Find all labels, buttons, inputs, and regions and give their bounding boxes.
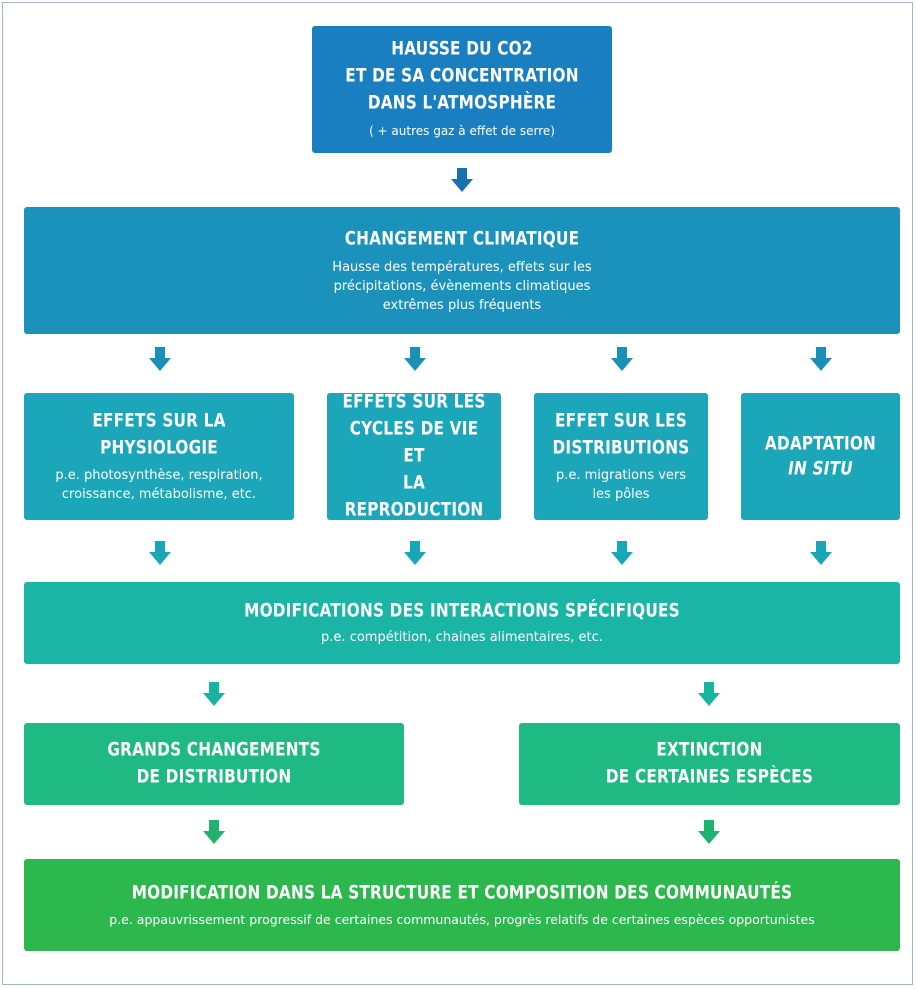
arrow-down-icon <box>149 347 171 371</box>
arrow-down-icon <box>698 682 720 706</box>
distribution-changes-box: GRANDS CHANGEMENTS DE DISTRIBUTION <box>24 723 404 805</box>
distribution-effects-box: EFFET SUR LES DISTRIBUTIONS p.e. migrati… <box>534 393 708 520</box>
arrow-down-icon <box>611 347 633 371</box>
co2-box: HAUSSE DU CO2 ET DE SA CONCENTRATION DAN… <box>312 26 612 153</box>
distribution-changes-title: GRANDS CHANGEMENTS DE DISTRIBUTION <box>107 739 321 788</box>
interactions-box: MODIFICATIONS DES INTERACTIONS SPÉCIFIQU… <box>24 582 900 664</box>
arrow-down-icon <box>451 168 473 192</box>
climate-change-title: CHANGEMENT CLIMATIQUE <box>344 227 580 250</box>
physiology-subtitle: p.e. photosynthèse, respiration, croissa… <box>55 467 263 502</box>
communities-box: MODIFICATION DANS LA STRUCTURE ET COMPOS… <box>24 859 900 951</box>
interactions-subtitle: p.e. compétition, chaines alimentaires, … <box>321 630 603 645</box>
co2-subtitle: ( + autres gaz à effet de serre) <box>369 123 555 138</box>
arrow-down-icon <box>810 541 832 565</box>
arrow-down-icon <box>203 820 225 844</box>
adaptation-box: ADAPTATION IN SITU <box>741 393 900 520</box>
extinction-box: EXTINCTION DE CERTAINES ESPÈCES <box>519 723 900 805</box>
co2-title: HAUSSE DU CO2 ET DE SA CONCENTRATION DAN… <box>345 37 579 114</box>
communities-subtitle: p.e. appauvrissement progressif de certa… <box>109 912 815 927</box>
arrow-down-icon <box>698 820 720 844</box>
arrow-down-icon <box>404 541 426 565</box>
arrow-down-icon <box>810 347 832 371</box>
adaptation-in-situ: IN SITU <box>788 457 853 480</box>
distribution-subtitle: p.e. migrations vers les pôles <box>555 467 687 502</box>
climate-change-subtitle: Hausse des températures, effets sur les … <box>332 259 592 313</box>
extinction-title: EXTINCTION DE CERTAINES ESPÈCES <box>605 739 814 788</box>
life-cycles-title: EFFETS SUR LES CYCLES DE VIE ET LA REPRO… <box>342 391 486 521</box>
communities-title: MODIFICATION DANS LA STRUCTURE ET COMPOS… <box>131 882 793 904</box>
climate-change-box: CHANGEMENT CLIMATIQUE Hausse des tempéra… <box>24 207 900 334</box>
arrow-down-icon <box>203 682 225 706</box>
arrow-down-icon <box>611 541 633 565</box>
arrow-down-icon <box>404 347 426 371</box>
interactions-title: MODIFICATIONS DES INTERACTIONS SPÉCIFIQU… <box>244 600 680 622</box>
arrow-down-icon <box>149 541 171 565</box>
distribution-title: EFFET SUR LES DISTRIBUTIONS <box>552 409 690 459</box>
life-cycles-effects-box: EFFETS SUR LES CYCLES DE VIE ET LA REPRO… <box>327 391 501 521</box>
physiology-title: EFFETS SUR LA PHYSIOLOGIE <box>92 409 226 459</box>
physiology-effects-box: EFFETS SUR LA PHYSIOLOGIE p.e. photosynt… <box>24 393 294 520</box>
adaptation-title: ADAPTATION <box>764 432 877 455</box>
